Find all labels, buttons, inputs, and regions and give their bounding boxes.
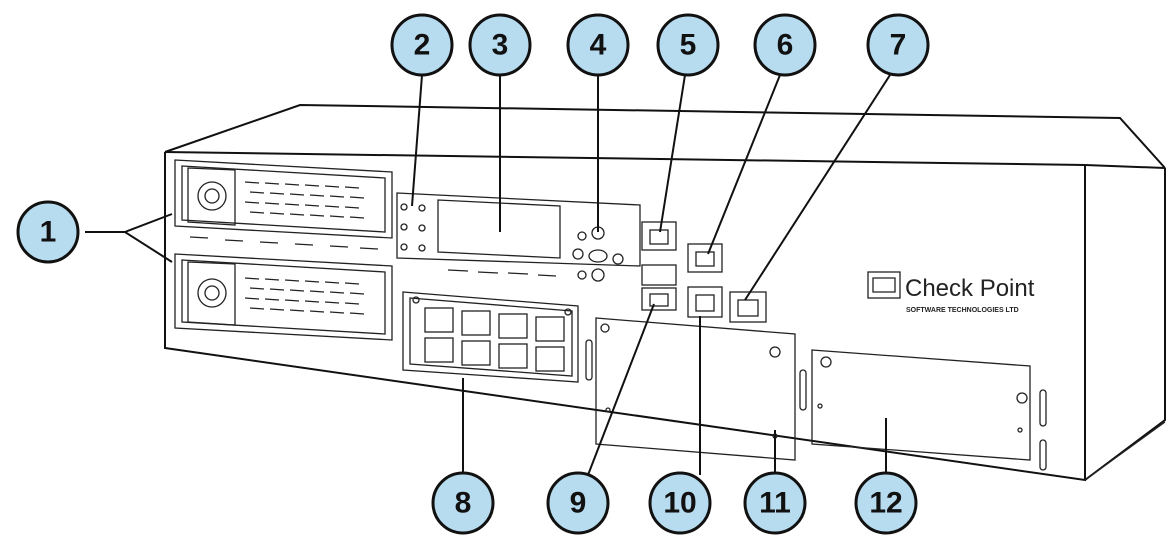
chassis xyxy=(164,103,1166,482)
brand-tagline: SOFTWARE TECHNOLOGIES LTD xyxy=(906,307,1019,314)
keypad xyxy=(572,226,624,282)
callout-2-number: 2 xyxy=(414,29,431,62)
callout-1-number: 1 xyxy=(40,216,57,249)
lcd-display xyxy=(437,199,561,277)
led-indicators xyxy=(396,192,641,267)
port-10 xyxy=(687,286,723,318)
callout-3: 3 xyxy=(468,13,532,77)
port-6 xyxy=(687,243,723,273)
port-5 xyxy=(641,221,677,251)
leader-lines xyxy=(85,74,891,476)
callout-8-number: 8 xyxy=(455,487,472,520)
callout-7: 7 xyxy=(866,13,930,77)
usb-ports xyxy=(641,264,677,311)
expansion-slot-11 xyxy=(585,317,807,461)
drive-bay-2 xyxy=(174,253,393,341)
callout-10: 10 xyxy=(648,471,712,535)
callout-9: 9 xyxy=(546,471,610,535)
callout-10-number: 10 xyxy=(663,487,696,520)
callout-3-number: 3 xyxy=(492,29,509,62)
callout-6-number: 6 xyxy=(777,29,794,62)
brand-name: Check Point xyxy=(905,275,1035,302)
callout-7-number: 7 xyxy=(890,29,907,62)
callout-2: 2 xyxy=(390,13,454,77)
callout-11-number: 11 xyxy=(759,487,791,520)
callout-12-number: 12 xyxy=(869,487,902,520)
callout-5-number: 5 xyxy=(680,29,697,62)
callout-6: 6 xyxy=(753,13,817,77)
check-point-logo: Check Point SOFTWARE TECHNOLOGIES LTD xyxy=(867,271,1035,314)
callout-5: 5 xyxy=(656,13,720,77)
callout-4: 4 xyxy=(566,13,630,77)
callout-11: 11 xyxy=(743,471,807,535)
port-7 xyxy=(729,291,767,323)
drive-bay-1 xyxy=(174,159,393,250)
callout-8: 8 xyxy=(431,471,495,535)
callout-12: 12 xyxy=(854,471,918,535)
network-card-8 xyxy=(402,291,579,383)
vent-slots-2 xyxy=(244,277,365,315)
callout-9-number: 9 xyxy=(570,487,587,520)
callout-1: 1 xyxy=(16,200,80,264)
expansion-slot-12 xyxy=(811,349,1047,471)
vent-slots-1 xyxy=(244,181,365,219)
callout-4-number: 4 xyxy=(590,29,607,62)
